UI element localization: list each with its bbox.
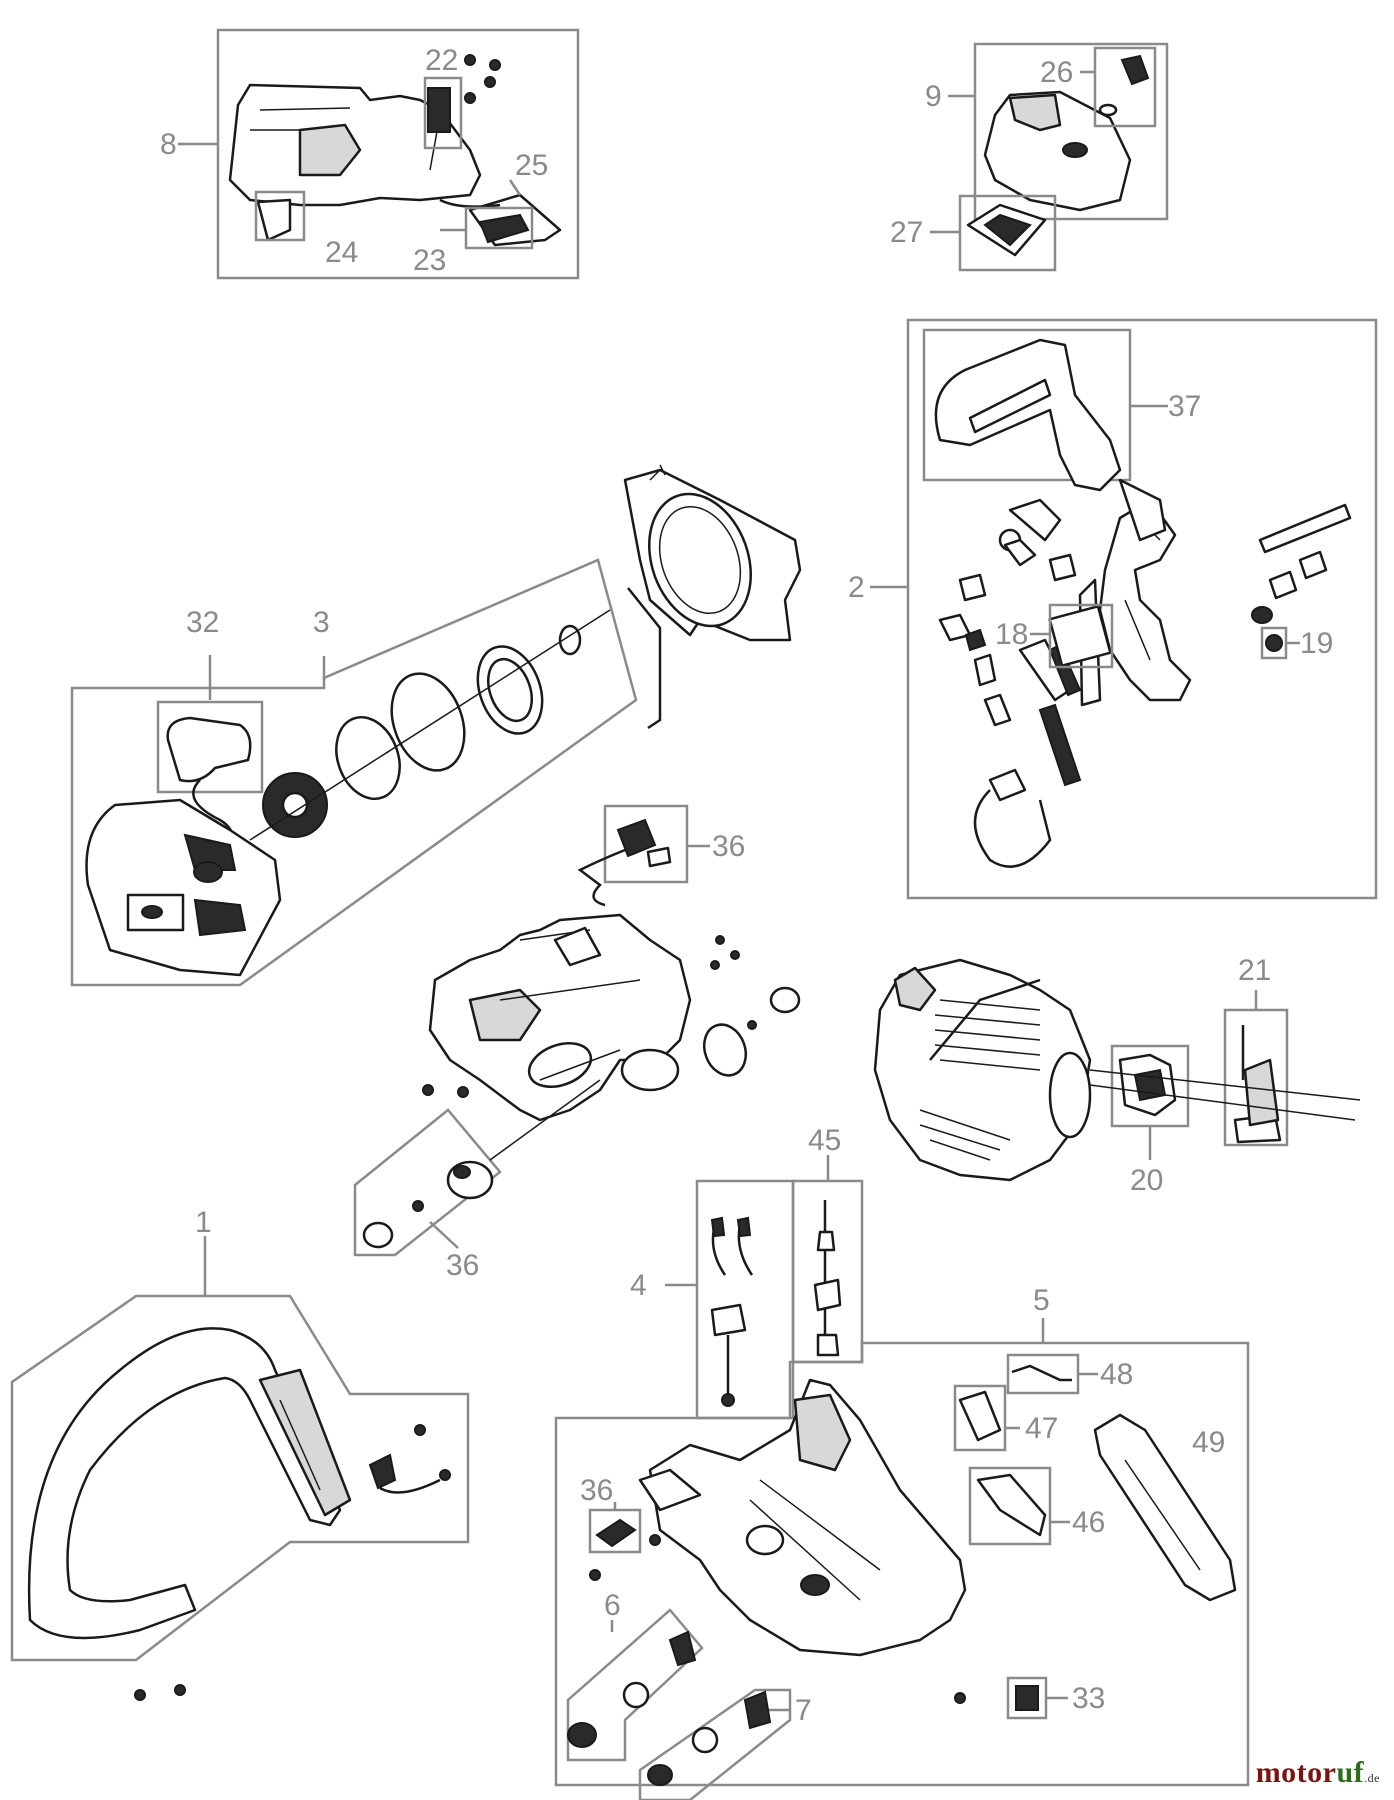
label-48: 48 xyxy=(1100,1358,1133,1391)
ignition-wires xyxy=(710,1200,842,1407)
label-9: 9 xyxy=(925,80,942,113)
label-24: 24 xyxy=(325,236,358,269)
intake-part-21 xyxy=(1233,1025,1282,1144)
label-33: 33 xyxy=(1072,1682,1105,1715)
label-49: 49 xyxy=(1192,1426,1225,1459)
label-3: 3 xyxy=(313,606,330,639)
label-45: 45 xyxy=(808,1124,841,1157)
label-37: 37 xyxy=(1168,390,1201,423)
label-26: 26 xyxy=(1040,56,1073,89)
label-8: 8 xyxy=(160,128,177,161)
label-23: 23 xyxy=(413,244,446,277)
wire-48 xyxy=(1011,1364,1072,1382)
callout-labels: 8 22 25 24 23 9 26 27 37 2 18 19 32 3 36… xyxy=(160,44,1333,1727)
motoruf-watermark: motoruf.de xyxy=(1256,1756,1380,1790)
lever-46 xyxy=(976,1473,1047,1537)
mount-part-36 xyxy=(362,1160,494,1249)
block-33 xyxy=(1015,1685,1039,1711)
label-2: 2 xyxy=(848,571,865,604)
label-5: 5 xyxy=(1033,1284,1050,1317)
label-6: 6 xyxy=(604,1589,621,1622)
label-32: 32 xyxy=(186,606,219,639)
label-27: 27 xyxy=(890,216,923,249)
group-3-starter xyxy=(70,558,638,987)
watermark-part-1: motor xyxy=(1255,1756,1337,1789)
group-8-top-cover xyxy=(178,28,580,280)
parts-7 xyxy=(647,1690,772,1786)
label-36-bottom: 36 xyxy=(580,1474,613,1507)
watermark-part-2: uf xyxy=(1336,1756,1365,1789)
fan-housing xyxy=(623,464,802,642)
label-18: 18 xyxy=(995,618,1028,651)
label-1: 1 xyxy=(195,1206,212,1239)
spring-part-36 xyxy=(577,818,672,907)
rear-handle-housing xyxy=(638,1378,967,1657)
label-36-left: 36 xyxy=(446,1249,479,1282)
group-2-chain-brake xyxy=(870,318,1378,900)
label-21: 21 xyxy=(1238,954,1271,987)
label-19: 19 xyxy=(1300,627,1333,660)
label-36-top: 36 xyxy=(712,830,745,863)
label-47: 47 xyxy=(1025,1412,1058,1445)
carburetor-part-20 xyxy=(1118,1053,1177,1117)
watermark-suffix: .de xyxy=(1364,1771,1380,1785)
label-7: 7 xyxy=(795,1694,812,1727)
trigger-47 xyxy=(958,1390,1002,1442)
front-handle xyxy=(27,1327,451,1701)
label-46: 46 xyxy=(1072,1506,1105,1539)
label-22: 22 xyxy=(425,44,458,77)
group-9-fuel-cap xyxy=(930,42,1169,272)
label-25: 25 xyxy=(515,149,548,182)
parts-6 xyxy=(567,1630,697,1748)
damper-36 xyxy=(595,1518,637,1548)
label-4: 4 xyxy=(630,1269,647,1302)
cover-49 xyxy=(1093,1413,1237,1602)
crankcase xyxy=(422,913,801,1122)
label-20: 20 xyxy=(1130,1164,1163,1197)
engine-cylinder xyxy=(873,958,1092,1182)
